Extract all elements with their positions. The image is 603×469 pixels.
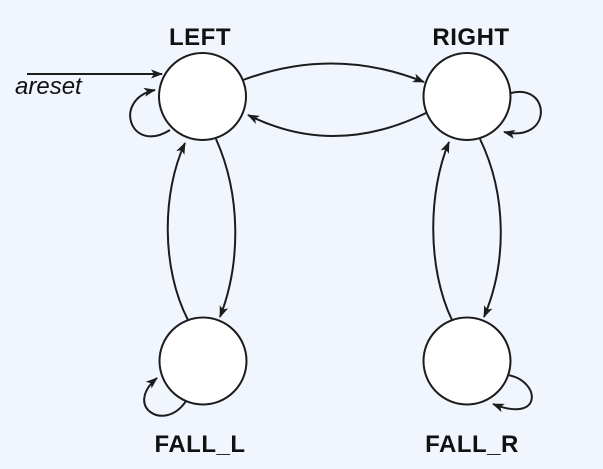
edge-fall-r-self-loop <box>492 374 533 413</box>
edge-left-to-fall-l <box>215 138 237 318</box>
edge-fall-l-self-loop <box>143 377 187 417</box>
edge-right-self-loop <box>503 90 542 139</box>
edge-right-to-left <box>247 112 427 137</box>
state-node-fall-r <box>422 316 512 406</box>
state-node-fall-l <box>158 316 248 406</box>
state-label-fall-r: FALL_R <box>425 431 519 458</box>
state-label-fall-l: FALL_L <box>155 431 246 458</box>
edge-fall-r-to-right <box>432 141 453 321</box>
reset-signal-label: areset <box>15 73 83 100</box>
state-label-right: RIGHT <box>432 24 509 51</box>
edge-right-to-fall-r <box>479 138 502 318</box>
edge-left-to-right <box>242 62 425 83</box>
state-node-left <box>158 52 247 141</box>
edge-fall-l-to-left <box>166 142 189 321</box>
state-label-left: LEFT <box>169 24 231 51</box>
state-node-right <box>422 52 512 141</box>
edge-left-self-loop <box>129 87 171 138</box>
